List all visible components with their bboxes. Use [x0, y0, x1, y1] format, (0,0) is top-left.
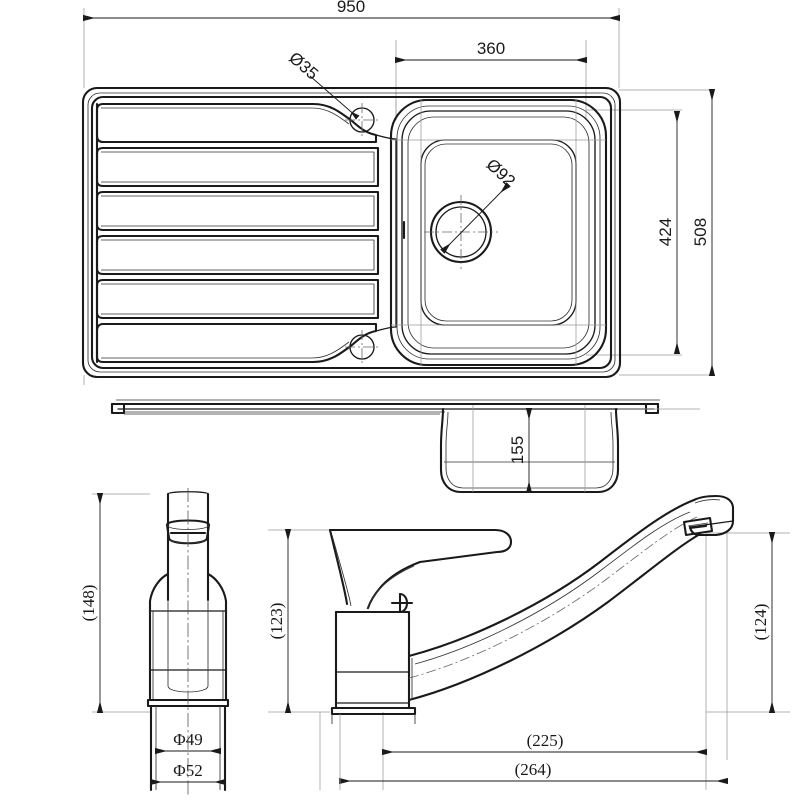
- bowl-rim-offset-1: [396, 105, 601, 360]
- spout-lower-edge: [407, 532, 702, 702]
- tap-side-elevation: (123) (124) (225) (264): [267, 494, 790, 790]
- dimension-424: 424: [656, 111, 681, 354]
- tap-hole-lower: [345, 330, 379, 364]
- bowl-base-offset: [424, 143, 573, 322]
- dimension-155-label: 155: [508, 436, 527, 464]
- tap-front-shoulder: [148, 572, 170, 702]
- dimension-dia49: Φ49: [155, 730, 221, 755]
- plan-extension-lines: [83, 8, 712, 385]
- sink-plan-view: [81, 8, 712, 385]
- dimension-950-label: 950: [337, 0, 365, 16]
- dimension-148: (148): [79, 493, 104, 713]
- dimension-dia52-label: Φ52: [173, 761, 202, 780]
- plan-dimensions: 950 360 508 424 Ø35 Ø92: [83, 0, 716, 376]
- tap-side-body: [330, 610, 417, 724]
- sink-deck-outline: [90, 95, 613, 370]
- spout-centerline: [408, 516, 698, 679]
- dimension-123: (123): [267, 529, 292, 713]
- tap-front-elevation: (148) Φ49 Φ52: [79, 488, 230, 795]
- dimension-155: 155: [508, 408, 533, 493]
- bowl-outer: [389, 98, 608, 367]
- tap-side-spout: [407, 494, 735, 702]
- dimension-508-label: 508: [691, 218, 710, 246]
- dimension-508: 508: [691, 89, 716, 376]
- dimension-124: (124): [751, 532, 776, 713]
- sink-outer-rim: [81, 86, 622, 379]
- sink-rim-inner-edge: [87, 92, 616, 373]
- sink-section-view: 155: [110, 399, 700, 494]
- dimension-148-label: (148): [79, 585, 98, 622]
- sink-bowl: [389, 98, 608, 367]
- dimension-950: 950: [83, 0, 620, 22]
- dimension-124-label: (124): [751, 604, 770, 641]
- bowl-rim-offset-3: [407, 116, 590, 349]
- dimension-dia49-label: Φ49: [173, 730, 202, 749]
- deck-transition: [375, 134, 397, 332]
- spout-upper-edge: [407, 498, 696, 658]
- dimension-424-label: 424: [656, 218, 675, 246]
- tap-front-base-flange: [146, 698, 230, 708]
- dimension-264: (264): [339, 760, 728, 785]
- dimension-225: (225): [382, 731, 707, 756]
- spout-aerator: [682, 516, 714, 537]
- dimension-dia52: Φ52: [150, 761, 226, 786]
- dimension-123-label: (123): [267, 603, 286, 640]
- tap-side-handle: [328, 528, 513, 614]
- dimension-360-label: 360: [477, 39, 505, 58]
- dimension-225-label: (225): [527, 731, 564, 750]
- dimension-360: 360: [395, 39, 587, 64]
- dimension-264-label: (264): [515, 760, 552, 779]
- bowl-rim-offset-2: [401, 110, 596, 355]
- tap-hole-upper: [345, 103, 379, 137]
